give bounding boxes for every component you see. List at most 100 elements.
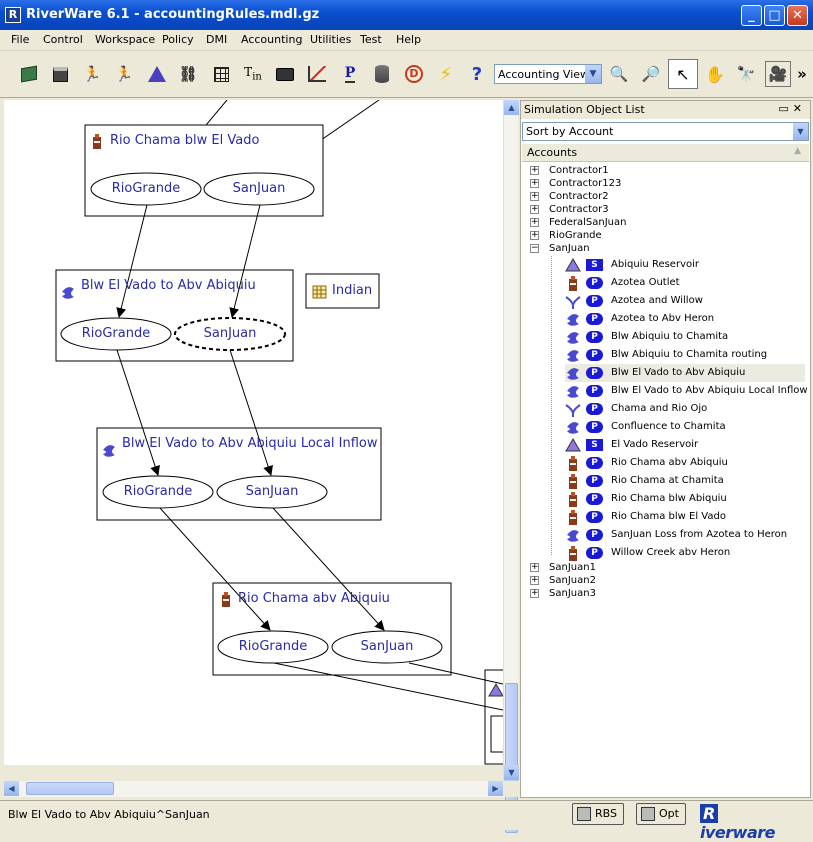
account-label[interactable]: SanJuan bbox=[203, 326, 257, 341]
minimize-button[interactable]: _ bbox=[741, 5, 762, 26]
menu-accounting[interactable]: Accounting bbox=[241, 33, 303, 46]
menu-test[interactable]: Test bbox=[360, 33, 382, 46]
runner-icon: 🏃 bbox=[82, 65, 102, 83]
scroll-down-icon[interactable]: ▼ bbox=[504, 765, 519, 780]
run-multiple-button[interactable]: 🏃 bbox=[111, 61, 137, 87]
expand-icon[interactable]: + bbox=[530, 588, 539, 598]
reservoir-button[interactable] bbox=[144, 61, 170, 87]
expand-icon[interactable]: + bbox=[530, 204, 539, 214]
time-input-icon: Tin bbox=[244, 65, 262, 83]
plot-button[interactable] bbox=[304, 61, 330, 87]
chart-icon bbox=[308, 66, 326, 82]
dmi-button[interactable]: D bbox=[401, 61, 427, 87]
open-model-button[interactable] bbox=[16, 61, 42, 87]
opt-button[interactable]: Opt bbox=[636, 803, 686, 825]
select-tool-button[interactable]: ↖ bbox=[668, 59, 698, 89]
policy-button[interactable]: P bbox=[337, 61, 363, 87]
account-label[interactable]: RioGrande bbox=[81, 326, 151, 341]
account-ellipse bbox=[216, 475, 328, 509]
expand-icon[interactable]: + bbox=[530, 191, 539, 201]
canvas-vertical-scrollbar[interactable]: ▲ ▼ bbox=[503, 100, 519, 833]
menu-workspace[interactable]: Workspace bbox=[95, 33, 156, 46]
tree-label: Contractor123 bbox=[549, 178, 622, 189]
pan-tool-button[interactable]: ✋ bbox=[702, 61, 728, 87]
menu-dmi[interactable]: DMI bbox=[206, 33, 228, 46]
run-button[interactable]: 🏃 bbox=[79, 61, 105, 87]
scroll-left-icon[interactable]: ◀ bbox=[4, 781, 19, 796]
toolbar-overflow-button[interactable]: » bbox=[792, 61, 812, 87]
account-label[interactable]: SanJuan bbox=[245, 484, 299, 499]
account-label[interactable]: SanJuan bbox=[360, 639, 414, 654]
account-label[interactable]: SanJuan bbox=[232, 181, 286, 196]
scroll-up-icon[interactable]: ▲ bbox=[504, 100, 519, 115]
timestep-input-button[interactable]: Tin bbox=[240, 61, 266, 87]
workspace-canvas[interactable]: Rio Chama blw El Vado Blw El Vado to Abv… bbox=[4, 100, 503, 765]
title-bar: R RiverWare 6.1 - accountingRules.mdl.gz… bbox=[0, 0, 813, 30]
survey-tool-button[interactable]: 🔭 bbox=[733, 61, 759, 87]
expand-icon[interactable]: + bbox=[530, 230, 539, 240]
grid-button[interactable] bbox=[208, 61, 234, 87]
rbs-button[interactable]: RBS bbox=[572, 803, 624, 825]
expand-icon[interactable]: + bbox=[530, 562, 539, 572]
account-label[interactable]: RioGrande bbox=[111, 181, 181, 196]
lightning-button[interactable]: ⚡ bbox=[433, 61, 459, 87]
legend-label[interactable]: Indian bbox=[332, 283, 373, 298]
menu-utilities[interactable]: Utilities bbox=[310, 33, 352, 46]
chevron-down-icon[interactable]: ▼ bbox=[585, 65, 601, 83]
node-title[interactable]: Rio Chama blw El Vado bbox=[110, 133, 260, 148]
reach-icon bbox=[567, 422, 579, 434]
zoom-in-button[interactable]: 🔍 bbox=[606, 61, 632, 87]
expand-icon[interactable]: + bbox=[530, 178, 539, 188]
snapshot-button[interactable] bbox=[272, 61, 298, 87]
link-button[interactable]: ⛓ bbox=[175, 61, 201, 87]
maximize-button[interactable]: □ bbox=[764, 5, 785, 26]
confluence-icon bbox=[565, 296, 581, 309]
badge-s: S bbox=[586, 259, 603, 271]
menu-file[interactable]: File bbox=[11, 33, 30, 46]
menu-control[interactable]: Control bbox=[43, 33, 83, 46]
view-select[interactable]: Accounting View▼ bbox=[494, 64, 602, 84]
collapse-icon[interactable]: − bbox=[530, 243, 539, 253]
expand-icon[interactable]: + bbox=[530, 165, 539, 175]
menu-help[interactable]: Help bbox=[396, 33, 422, 46]
menu-policy[interactable]: Policy bbox=[162, 33, 194, 46]
scroll-right-icon[interactable]: ▶ bbox=[488, 781, 503, 796]
account-label[interactable]: RioGrande bbox=[238, 639, 308, 654]
scroll-thumb[interactable] bbox=[26, 782, 114, 795]
close-button[interactable]: ✕ bbox=[787, 5, 808, 26]
camera-tool-button[interactable]: 🎥 bbox=[765, 61, 791, 87]
sort-select[interactable]: Sort by Account▼ bbox=[522, 122, 809, 141]
database-button[interactable] bbox=[369, 61, 395, 87]
canvas-horizontal-scrollbar[interactable]: ◀ ▶ bbox=[4, 781, 503, 797]
expand-icon[interactable]: + bbox=[530, 217, 539, 227]
accounts-column-header[interactable]: Accounts▲ bbox=[522, 144, 809, 162]
chevron-down-icon[interactable]: ▼ bbox=[793, 123, 808, 140]
save-button[interactable] bbox=[47, 61, 73, 87]
node-title[interactable]: Blw El Vado to Abv Abiquiu bbox=[81, 278, 256, 293]
close-panel-icon[interactable]: ✕ bbox=[792, 102, 806, 115]
zoom-out-button[interactable]: 🔎 bbox=[638, 61, 664, 87]
account-label[interactable]: RioGrande bbox=[123, 484, 193, 499]
node-title[interactable]: Blw El Vado to Abv Abiquiu Local Inflow bbox=[122, 436, 378, 451]
node-title[interactable]: Rio Chama abv Abiquiu bbox=[238, 591, 390, 606]
expand-icon[interactable]: + bbox=[530, 575, 539, 585]
restore-panel-icon[interactable]: ▭ bbox=[778, 102, 793, 115]
help-button[interactable]: ? bbox=[464, 61, 490, 87]
